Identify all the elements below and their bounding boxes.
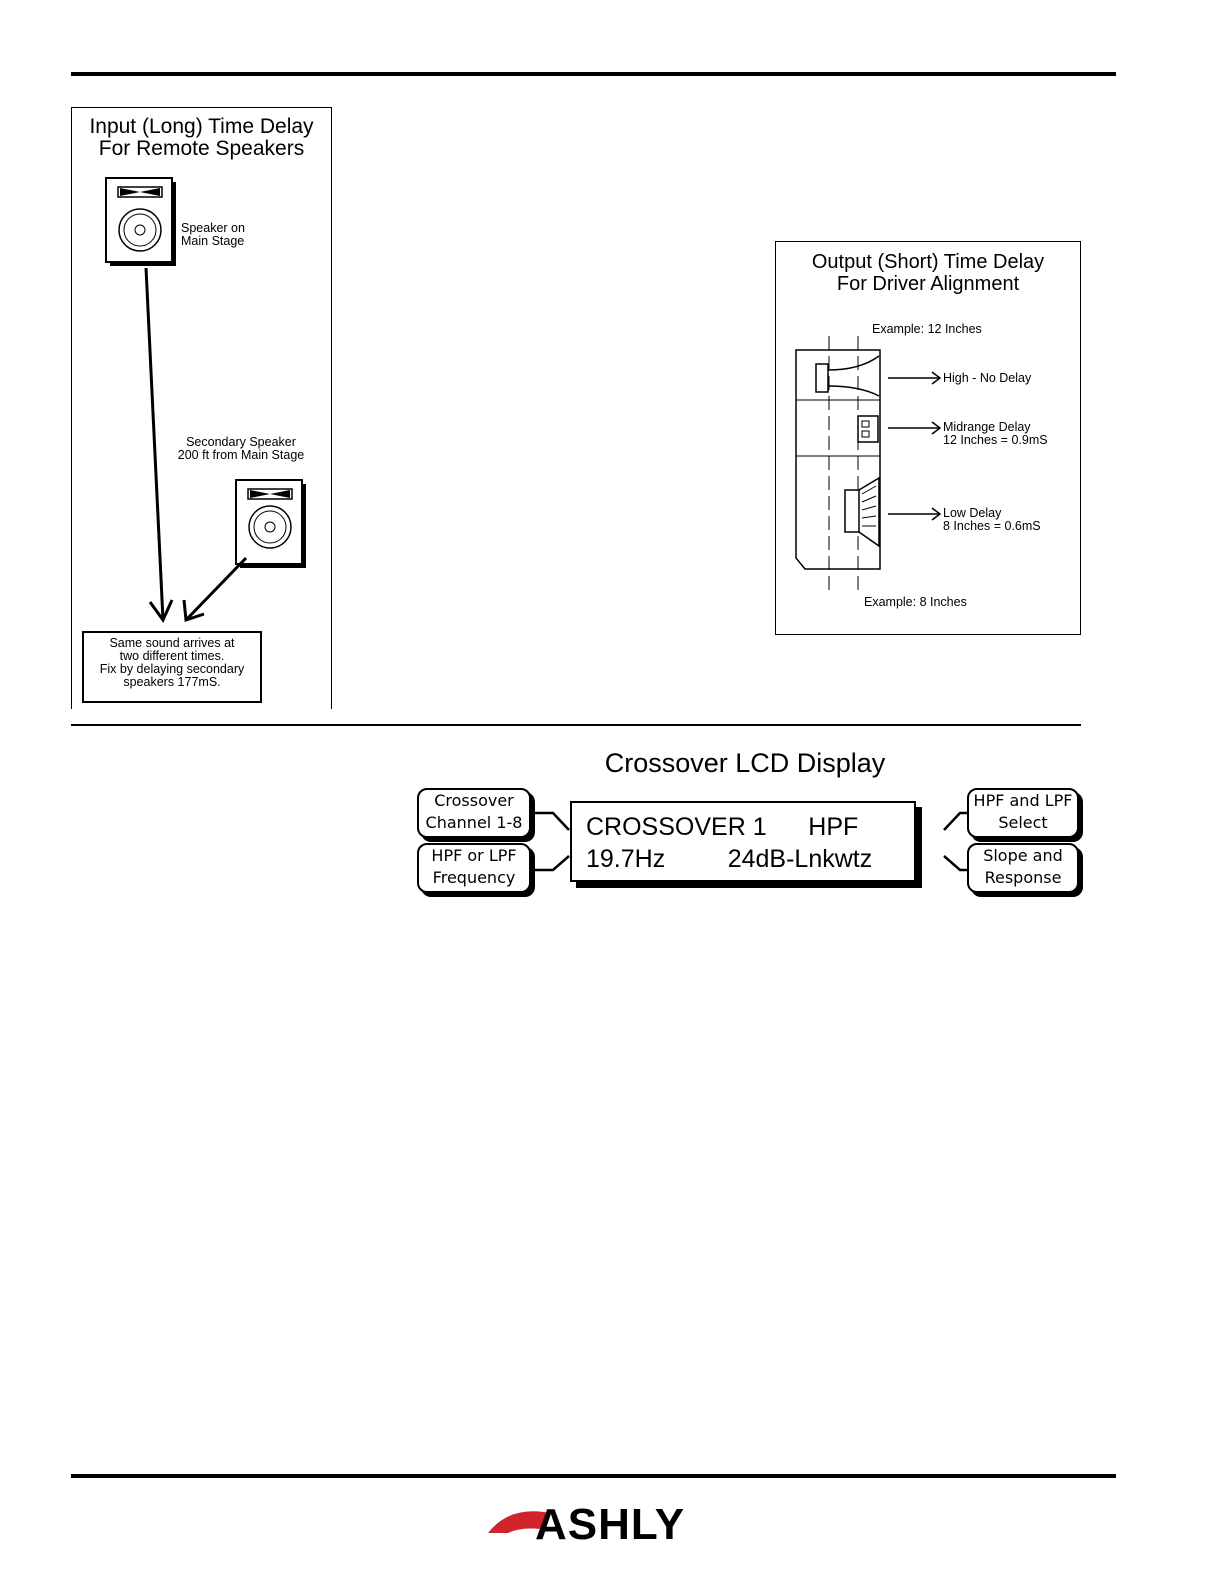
title-line: For Driver Alignment (836, 273, 1020, 295)
top-rule (71, 72, 1116, 76)
arrival-note-box: Same sound arrives at two different time… (82, 631, 262, 703)
title-line: For Remote Speakers (98, 137, 305, 160)
bottom-rule (71, 1474, 1116, 1478)
ashly-logo: ASHLY (535, 1500, 686, 1549)
section-divider (71, 724, 1081, 726)
label-line: Speaker on (181, 221, 245, 235)
output-delay-figure: Output (Short) Time Delay For Driver Ali… (775, 241, 1081, 635)
mid-driver-label: Midrange Delay 12 Inches = 0.9mS (943, 421, 1048, 447)
callout-line: Frequency (432, 868, 516, 887)
lcd-panel: CROSSOVER 1 HPF 19.7Hz 24dB-Lnkwtz (570, 801, 916, 882)
high-driver-label: High - No Delay (943, 371, 1032, 385)
callout-line: Crossover (434, 791, 514, 810)
main-speaker-arrow (144, 267, 174, 623)
label-line: Midrange Delay (943, 420, 1031, 434)
note-line: two different times. (119, 649, 225, 663)
callout-line: Select (998, 813, 1048, 832)
lcd-line-2: 19.7Hz 24dB-Lnkwtz (586, 845, 873, 873)
cabinet-cross-section (795, 336, 881, 592)
title-line: Input (Long) Time Delay (89, 115, 314, 138)
title-line: Output (Short) Time Delay (811, 251, 1045, 273)
label-line: 12 Inches = 0.9mS (943, 433, 1048, 447)
lcd-line-1: CROSSOVER 1 HPF (586, 813, 859, 841)
example-bottom-label: Example: 8 Inches (864, 595, 967, 609)
main-speaker-label: Speaker on Main Stage (181, 222, 245, 248)
main-stage-speaker-icon (105, 177, 176, 266)
callout-slope-response: Slope and Response (967, 843, 1079, 893)
callout-line: Slope and (983, 846, 1063, 865)
ashly-logo-mark (488, 1511, 550, 1533)
label-line: Main Stage (181, 234, 245, 248)
callout-crossover-channel: Crossover Channel 1-8 (417, 788, 531, 838)
callout-line: HPF or LPF (431, 846, 517, 865)
callout-line: Channel 1-8 (425, 813, 523, 832)
callout-filter-select: HPF and LPF Select (967, 788, 1079, 838)
label-line: Secondary Speaker (186, 435, 296, 449)
secondary-speaker-icon (235, 479, 306, 568)
label-line: 8 Inches = 0.6mS (943, 519, 1041, 533)
low-driver-label: Low Delay 8 Inches = 0.6mS (943, 507, 1041, 533)
secondary-speaker-label: Secondary Speaker 200 ft from Main Stage (171, 436, 311, 462)
output-delay-title: Output (Short) Time Delay For Driver Ali… (776, 251, 1080, 295)
callout-line: Response (984, 868, 1062, 887)
label-line: 200 ft from Main Stage (177, 448, 305, 462)
lcd-display-title: Crossover LCD Display (604, 748, 886, 778)
driver-arrows (888, 371, 942, 521)
note-line: speakers 177mS. (123, 675, 221, 689)
example-top-label: Example: 12 Inches (872, 322, 982, 336)
note-line: Same sound arrives at (109, 636, 235, 650)
input-delay-figure: Input (Long) Time Delay For Remote Speak… (71, 107, 332, 709)
secondary-speaker-arrow (182, 556, 248, 623)
callout-filter-frequency: HPF or LPF Frequency (417, 843, 531, 893)
input-delay-title: Input (Long) Time Delay For Remote Speak… (72, 116, 331, 160)
callout-line: HPF and LPF (973, 791, 1073, 810)
note-line: Fix by delaying secondary (99, 662, 245, 676)
label-line: Low Delay (943, 506, 1002, 520)
